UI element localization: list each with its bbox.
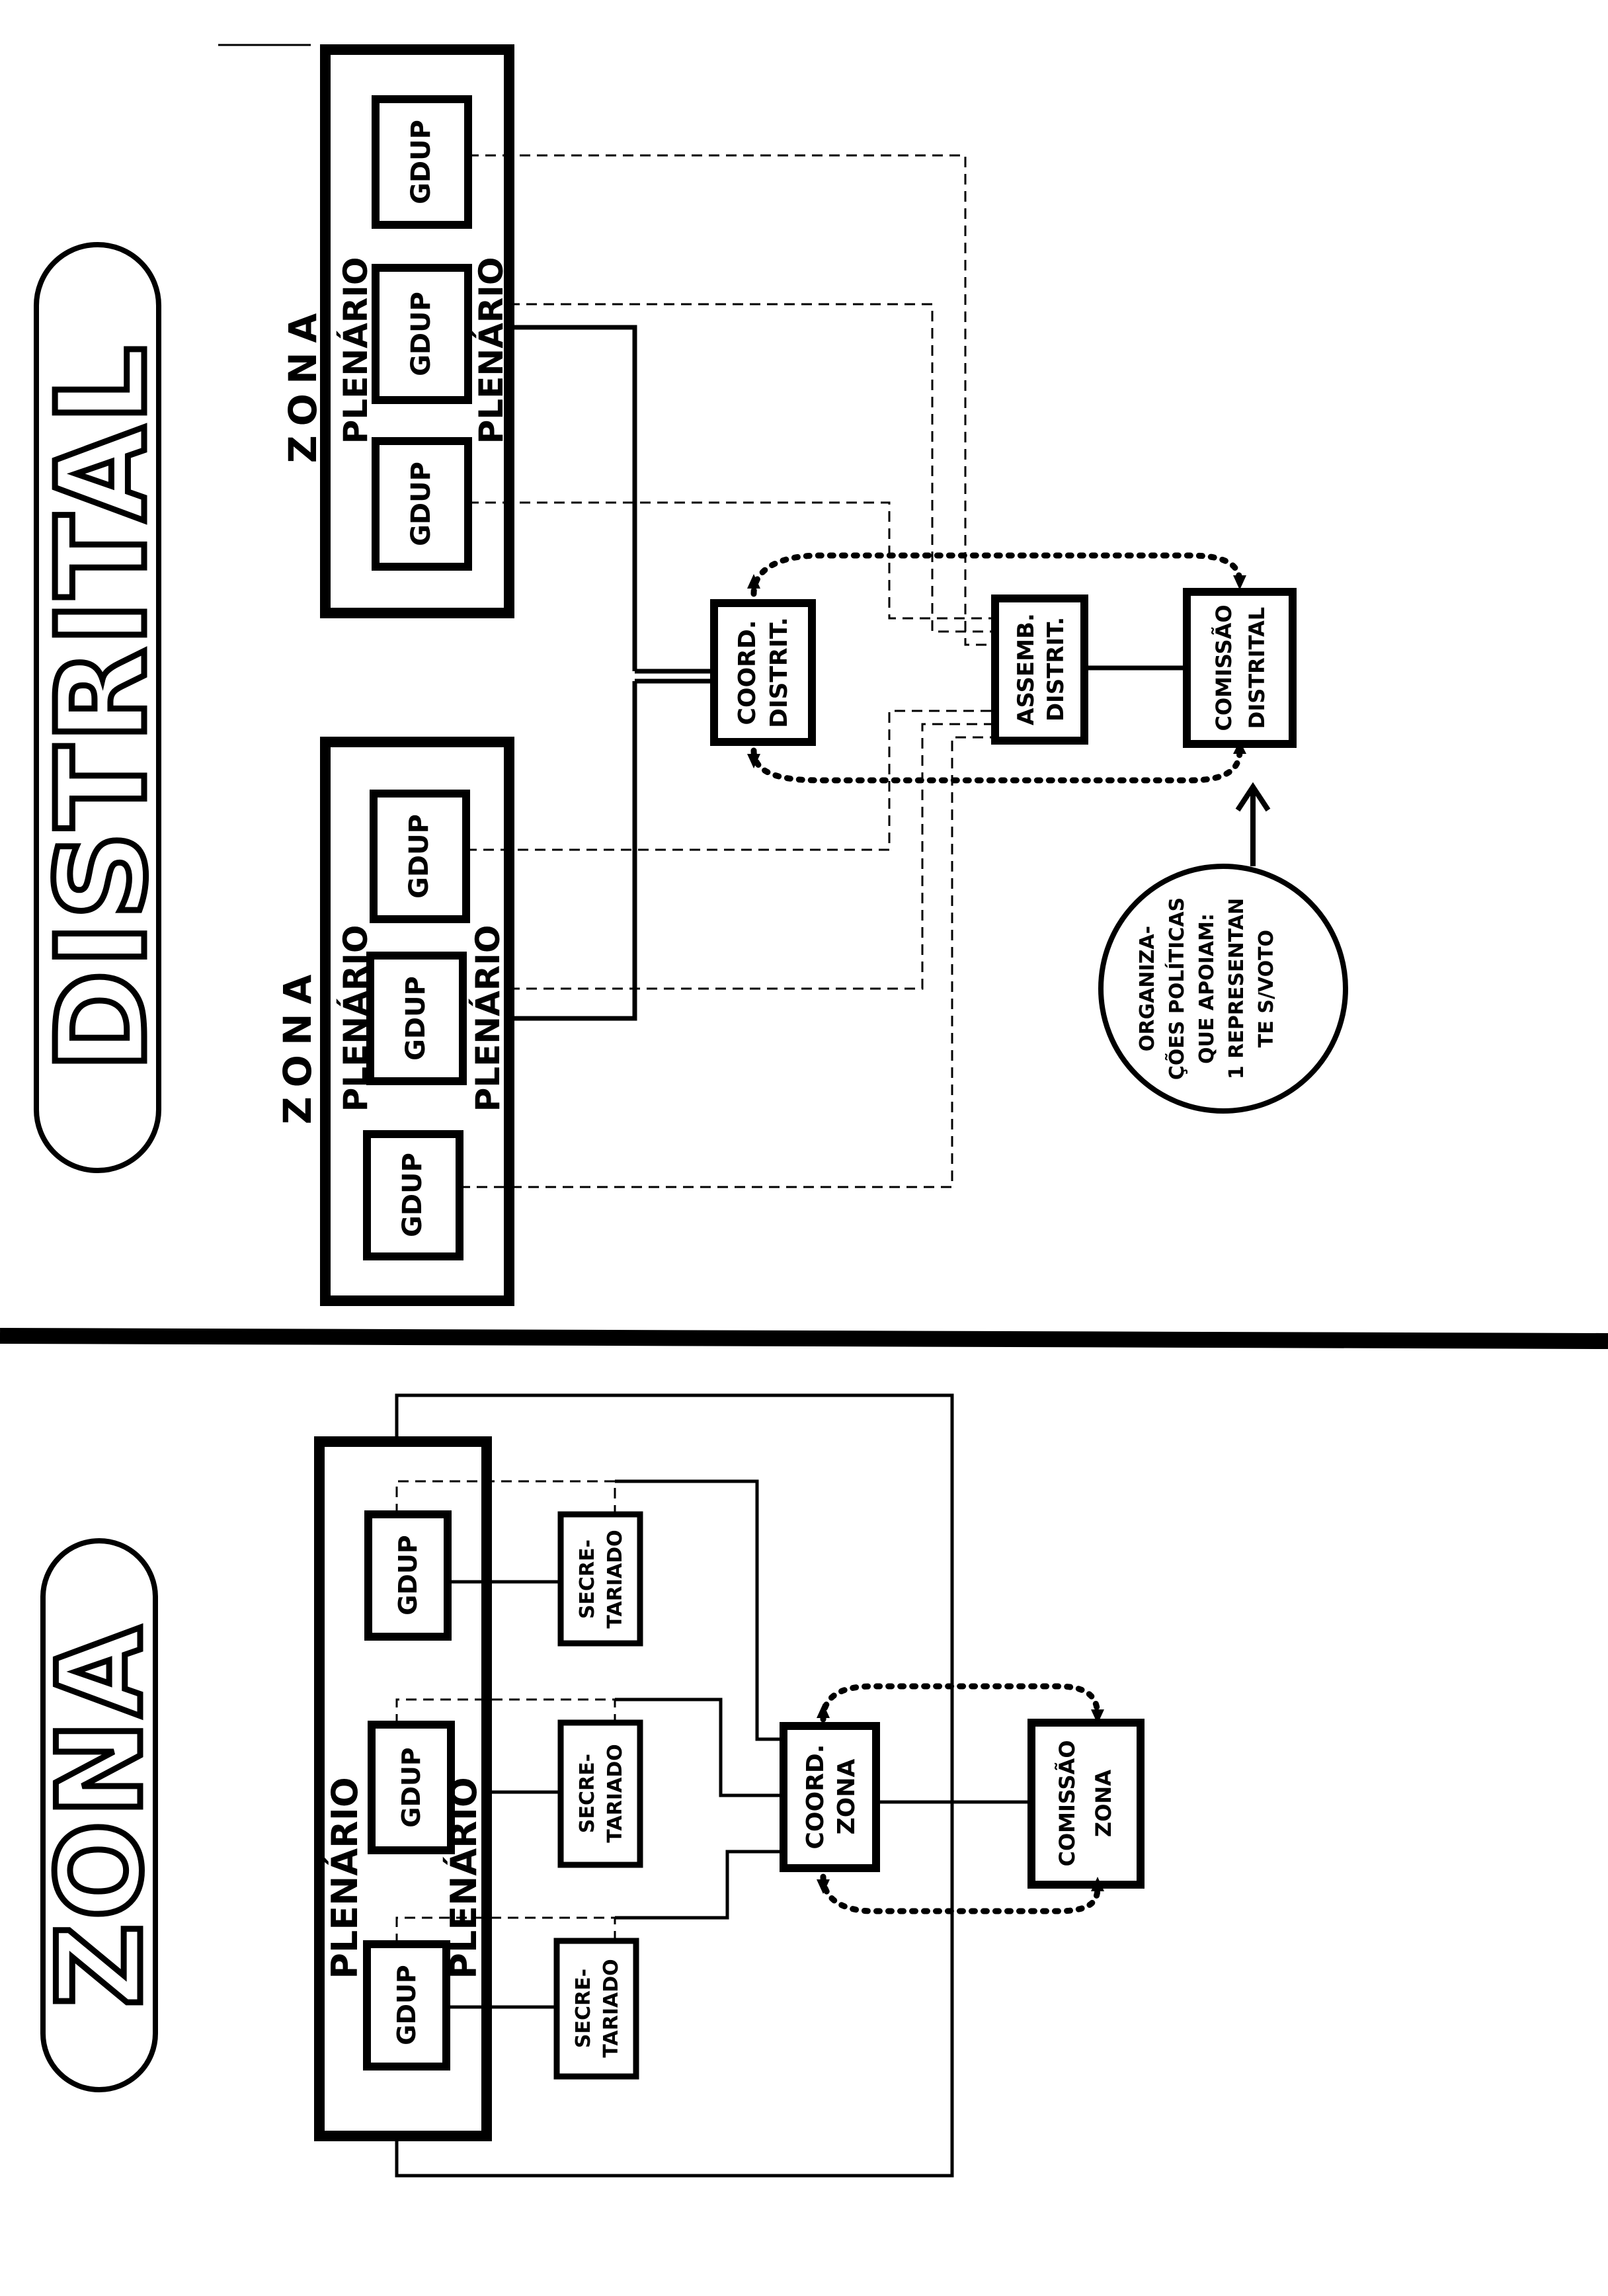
- zona-secretariado-1-line2: TARIADO: [604, 1530, 627, 1628]
- dotted-link-bottom: [750, 747, 1243, 784]
- distrital-zone-1: ZONA PLENÁRIO PLENÁRIO GDUP GDUP GDUP: [280, 44, 514, 618]
- zona-secretariado-2: [557, 1719, 643, 1868]
- comissao-distrital-line2: DISTRITAL: [1244, 607, 1269, 729]
- zona-section: ZONA PLENÁRIO PLENÁRIO GDUP GDUP GDUP SE…: [31, 1393, 1145, 2178]
- organizacoes-line5: TE S/VOTO: [1255, 930, 1278, 1047]
- organizacoes-line1: ORGANIZA-: [1136, 926, 1159, 1051]
- dash-z1-gdup2: [509, 303, 995, 633]
- zona-outer-loop: [395, 1393, 954, 2178]
- zone-1-gdup-2: [372, 264, 472, 404]
- comissao-zona-line2: ZONA: [1091, 1770, 1116, 1837]
- dotted-link-top: [750, 552, 1243, 597]
- zone-1-gdup-1: [372, 437, 472, 571]
- dotted-arrowhead-2: [1233, 575, 1246, 590]
- zone-2-plenario-right: PLENÁRIO: [468, 925, 507, 1112]
- link-secr2-coord: [615, 1698, 784, 1797]
- zone-1-zona-label: ZONA: [280, 304, 325, 464]
- zona-dotted-arrowhead-1: [817, 1703, 830, 1718]
- organizacoes-line2: ÇÕES POLÍTICAS: [1164, 897, 1189, 1080]
- distrital-title: DISTRITAL: [28, 242, 177, 1173]
- zona-plenario-left: PLENÁRIO: [324, 1777, 366, 1979]
- link-secr3-coord: [615, 1850, 784, 1920]
- link-zone2-coord: [509, 681, 637, 1021]
- zone-1-gdup-1-label: GDUP: [406, 462, 436, 546]
- zona-gdup-2: [368, 1721, 455, 1854]
- organizacoes-arrowhead: [1235, 782, 1271, 812]
- zona-gdup-1-label: GDUP: [393, 1535, 422, 1615]
- zone-1-frame: [320, 44, 514, 618]
- zone-2-gdup-3-label: GDUP: [404, 814, 434, 899]
- assemb-distrit-line1: ASSEMB.: [1013, 613, 1039, 725]
- coord-zona-line2: ZONA: [833, 1759, 860, 1835]
- dash-gdup1-secr1: [395, 1480, 616, 1514]
- zona-secretariado-2-line1: SECRE-: [576, 1754, 599, 1833]
- zone-2-gdup-1: [363, 1130, 463, 1260]
- zone-1-plenario-right: PLENÁRIO: [471, 257, 510, 444]
- dash-z1-gdup1: [468, 501, 995, 620]
- zona-gdup-3-label: GDUP: [392, 1965, 421, 2045]
- zona-title-oval: [40, 1538, 158, 2092]
- zone-1-plenario-left: PLENÁRIO: [336, 257, 375, 444]
- zona-dotted-arrowhead-2: [1091, 1709, 1104, 1724]
- coord-distrit-line1: COORD.: [734, 620, 761, 725]
- zona-dotted-top: [820, 1683, 1101, 1723]
- zone-2-zona-label: ZONA: [275, 965, 320, 1125]
- dash-z2-gdup2: [509, 723, 995, 990]
- zona-gdup-2-label: GDUP: [397, 1747, 426, 1827]
- dotted-arrowhead-3: [747, 754, 760, 768]
- zone-2-gdup-3: [370, 790, 470, 923]
- zona-gdup-3: [363, 1940, 450, 2070]
- zona-title-text: ZONA: [34, 1623, 168, 2008]
- dash-z2-gdup3: [466, 710, 995, 851]
- zona-secretariado-1: [557, 1511, 643, 1647]
- zona-secretariado-1-line1: SECRE-: [576, 1539, 599, 1619]
- comissao-zona-box: [1027, 1719, 1145, 1889]
- comissao-distrital-line1: COMISSÃO: [1211, 604, 1236, 731]
- coord-distrit-box: [710, 599, 816, 746]
- zona-secretariado-2-line2: TARIADO: [604, 1744, 627, 1842]
- dash-z2-gdup1: [460, 736, 995, 1188]
- organizacoes-line3: QUE APOIAM:: [1195, 913, 1219, 1064]
- distrital-title-oval: [34, 242, 161, 1173]
- dash-z1-gdup3: [468, 154, 995, 646]
- zona-dotted-arrowhead-4: [1091, 1877, 1104, 1891]
- assemb-distrit-line2: DISTRIT.: [1043, 617, 1069, 721]
- zona-dotted-arrowhead-3: [817, 1879, 830, 1894]
- dotted-arrowhead-4: [1233, 741, 1246, 754]
- link-secr1-coord: [615, 1479, 784, 1741]
- distrital-zone-2: ZONA PLENÁRIO PLENÁRIO GDUP GDUP GDUP: [275, 737, 514, 1306]
- organizacoes-circle: [1098, 864, 1348, 1114]
- zona-secretariado-3: [553, 1938, 639, 2080]
- distrital-title-text: DISTRITAL: [30, 343, 173, 1072]
- zone-1-gdup-2-label: GDUP: [406, 292, 436, 376]
- zone-2-frame: [320, 737, 514, 1306]
- zone-2-gdup-2: [366, 952, 467, 1085]
- zona-plenario-frame: [314, 1436, 492, 2141]
- link-zone1-coord: [509, 325, 637, 671]
- zone-2-gdup-2-label: GDUP: [401, 976, 431, 1061]
- zona-gdup-1: [364, 1510, 452, 1641]
- section-divider: [0, 1328, 1608, 1349]
- zone-1-gdup-3-label: GDUP: [406, 120, 436, 204]
- comissao-distrital-box: [1183, 588, 1297, 748]
- zona-title: ZONA: [31, 1538, 171, 2092]
- comissao-zona-line1: COMISSÃO: [1055, 1740, 1080, 1866]
- organizacoes-line4: 1 REPRESENTAN: [1225, 898, 1248, 1079]
- coord-zona-line1: COORD.: [802, 1744, 829, 1850]
- zona-secretariado-3-line2: TARIADO: [600, 1959, 623, 2057]
- coord-zona-box: [780, 1722, 880, 1872]
- zone-2-gdup-1-label: GDUP: [397, 1153, 428, 1237]
- coord-distrit-line2: DISTRIT.: [766, 617, 793, 728]
- assemb-distrit-box: [991, 594, 1088, 745]
- zone-1-gdup-3: [372, 95, 472, 229]
- dotted-arrowhead-1: [747, 574, 760, 589]
- distrital-section: DISTRITAL ZONA PLENÁRIO PLENÁRIO GDUP GD…: [28, 44, 1348, 1306]
- zona-secretariado-3-line1: SECRE-: [572, 1969, 595, 2048]
